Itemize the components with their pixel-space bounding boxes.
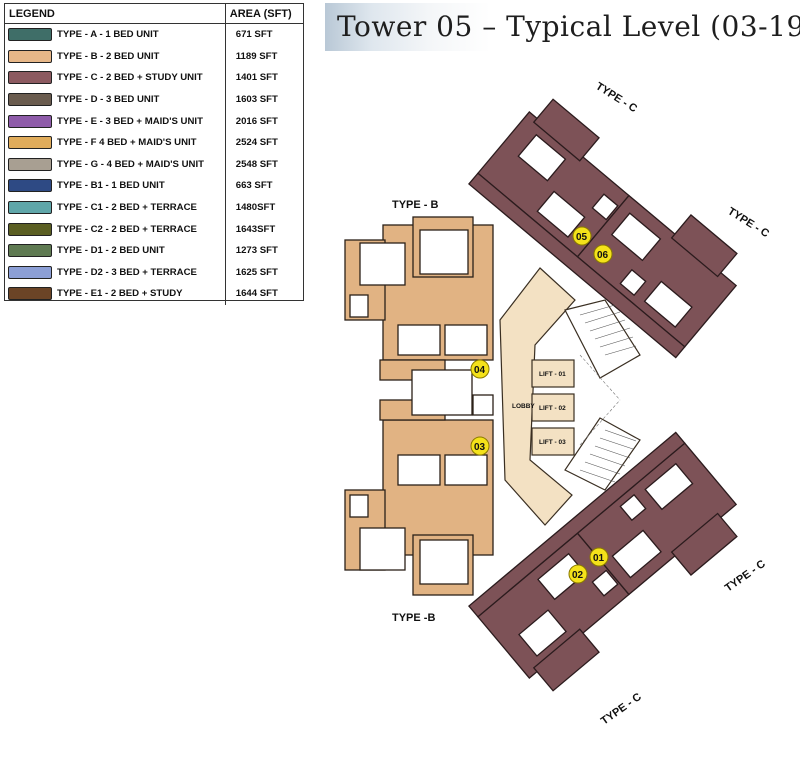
legend-header: LEGEND — [5, 4, 226, 24]
unit-marker-03[interactable]: 03 — [470, 436, 490, 456]
legend-label: TYPE - E1 - 2 BED + STUDY — [57, 288, 183, 300]
legend-area: 2548 SFT — [224, 153, 303, 176]
upper-right-wing — [468, 98, 738, 359]
type-b-wing — [344, 216, 494, 596]
legend-label: TYPE - D2 - 3 BED + TERRACE — [57, 266, 197, 278]
legend-table: LEGEND AREA (SFT) TYPE - A - 1 BED UNIT 6… — [5, 4, 303, 305]
legend-label: TYPE - C - 2 BED + STUDY UNIT — [57, 72, 203, 84]
legend-area: 1189 SFT — [224, 45, 303, 68]
legend-row: TYPE - A - 1 BED UNIT 671 SFT — [5, 23, 303, 46]
page-title: Tower 05 – Typical Level (03-19) — [325, 3, 800, 51]
legend-label: TYPE - C2 - 2 BED + TERRACE — [57, 223, 197, 235]
unit-number-05: 05 — [576, 232, 588, 243]
legend-row: TYPE - C1 - 2 BED + TERRACE 1480SFT — [5, 196, 303, 219]
legend-area: 1480SFT — [224, 196, 303, 219]
unit-marker-04[interactable]: 04 — [470, 359, 490, 379]
lift-03-label: LIFT - 03 — [539, 439, 566, 446]
legend-swatch — [8, 28, 52, 42]
legend-label: TYPE - C1 - 2 BED + TERRACE — [57, 202, 197, 214]
legend-label: TYPE - A - 1 BED UNIT — [57, 29, 159, 41]
legend-area: 663 SFT — [224, 175, 303, 197]
legend-swatch — [8, 265, 52, 279]
legend-swatch — [8, 136, 52, 150]
legend-row: TYPE - C2 - 2 BED + TERRACE 1643SFT — [5, 218, 303, 240]
type-label-upper-right-2: TYPE - C — [725, 205, 771, 240]
legend-label: TYPE - D1 - 2 BED UNIT — [57, 245, 165, 257]
lobby-label: LOBBY — [512, 403, 535, 410]
legend-row: TYPE - G - 4 BED + MAID'S UNIT 2548 SFT — [5, 153, 303, 176]
legend-swatch — [8, 157, 52, 171]
legend-label: TYPE - B1 - 1 BED UNIT — [57, 180, 165, 192]
unit-marker-06[interactable]: 06 — [593, 244, 613, 264]
lift-02-label: LIFT - 02 — [539, 405, 566, 412]
legend-area: 1401 SFT — [224, 67, 303, 89]
legend-row: TYPE - E1 - 2 BED + STUDY 1644 SFT — [5, 283, 303, 305]
type-label-bottom-left: TYPE -B — [392, 612, 435, 624]
lift-01-label: LIFT - 01 — [539, 371, 566, 378]
legend-row: TYPE - B - 2 BED UNIT 1189 SFT — [5, 45, 303, 68]
legend-area: 1603 SFT — [224, 88, 303, 111]
type-label-lower-right-1: TYPE - C — [723, 558, 768, 595]
legend-swatch — [8, 93, 52, 107]
type-label-upper-right-1: TYPE - C — [593, 80, 639, 115]
legend-row: TYPE - F 4 BED + MAID'S UNIT 2524 SFT — [5, 131, 303, 154]
type-label-lower-right-2: TYPE - C — [599, 691, 644, 728]
legend-label: TYPE - G - 4 BED + MAID'S UNIT — [57, 158, 205, 170]
legend-label: TYPE - D - 3 BED UNIT — [57, 94, 160, 106]
unit-marker-01[interactable]: 01 — [589, 547, 609, 567]
legend-swatch — [8, 222, 52, 236]
unit-number-02: 02 — [572, 570, 584, 581]
area-header: AREA (SFT) — [224, 4, 303, 24]
legend-swatch — [8, 179, 52, 193]
unit-marker-02[interactable]: 02 — [568, 564, 588, 584]
legend-label: TYPE - E - 3 BED + MAID'S UNIT — [57, 115, 203, 127]
legend-swatch — [8, 49, 52, 63]
legend-row: TYPE - D1 - 2 BED UNIT 1273 SFT — [5, 239, 303, 262]
legend-row: TYPE - E - 3 BED + MAID'S UNIT 2016 SFT — [5, 110, 303, 132]
legend-area: 2016 SFT — [224, 110, 303, 132]
unit-number-06: 06 — [597, 250, 609, 261]
unit-number-04: 04 — [474, 365, 486, 376]
legend-swatch — [8, 201, 52, 215]
type-label-top-left: TYPE - B — [392, 199, 439, 211]
legend-area: 1643SFT — [224, 218, 303, 240]
legend-label: TYPE - B - 2 BED UNIT — [57, 50, 160, 62]
legend-area: 1644 SFT — [224, 283, 303, 305]
legend-row: TYPE - D - 3 BED UNIT 1603 SFT — [5, 88, 303, 111]
legend-area: 671 SFT — [224, 23, 303, 46]
legend-label: TYPE - F 4 BED + MAID'S UNIT — [57, 137, 197, 149]
legend-row: TYPE - D2 - 3 BED + TERRACE 1625 SFT — [5, 261, 303, 284]
lower-right-wing — [468, 431, 738, 692]
legend-area: 1273 SFT — [224, 239, 303, 262]
legend-row: TYPE - B1 - 1 BED UNIT 663 SFT — [5, 175, 303, 197]
unit-number-01: 01 — [593, 553, 605, 564]
legend-swatch — [8, 71, 52, 85]
unit-number-03: 03 — [474, 442, 486, 453]
legend-swatch — [8, 244, 52, 258]
legend-panel: LEGEND AREA (SFT) TYPE - A - 1 BED UNIT 6… — [4, 3, 304, 305]
legend-swatch — [8, 287, 52, 301]
unit-marker-05[interactable]: 05 — [572, 226, 592, 246]
legend-row: TYPE - C - 2 BED + STUDY UNIT 1401 SFT — [5, 67, 303, 89]
core — [499, 267, 641, 526]
legend-area: 1625 SFT — [224, 261, 303, 284]
legend-area: 2524 SFT — [224, 131, 303, 154]
legend-swatch — [8, 114, 52, 128]
